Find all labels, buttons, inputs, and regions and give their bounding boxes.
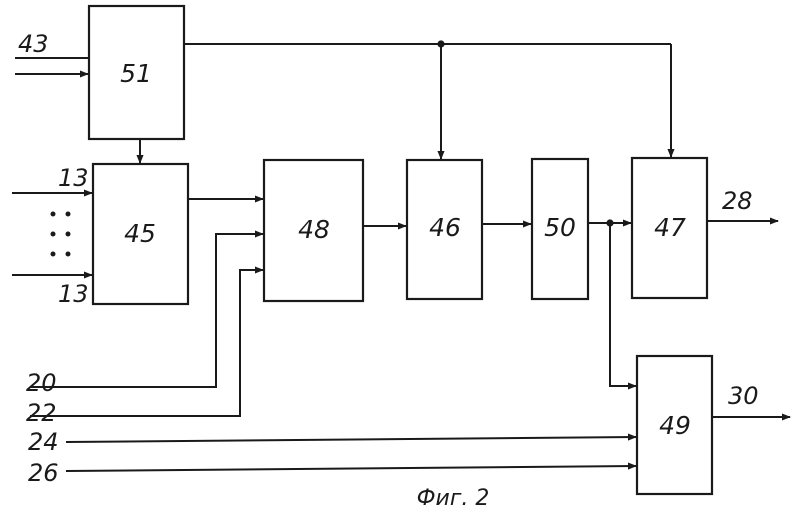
input-43-label: 43 — [18, 30, 49, 58]
input-24-label: 24 — [28, 428, 59, 456]
block-45: 45 — [93, 164, 188, 304]
input-24-wire — [66, 437, 636, 442]
junction-dot — [437, 40, 444, 47]
block-48-label: 48 — [298, 215, 330, 244]
input-13-top-label: 13 — [58, 164, 89, 192]
block-50: 50 — [532, 159, 588, 299]
block-47-label: 47 — [654, 213, 686, 242]
input-26-wire — [66, 466, 636, 471]
input-20-label: 20 — [26, 369, 57, 397]
block-51-label: 51 — [120, 59, 152, 88]
block-48: 48 — [264, 160, 363, 301]
block-49: 49 — [637, 356, 712, 494]
block-46-label: 46 — [429, 213, 461, 242]
block-47: 47 — [632, 158, 707, 298]
input-26-label: 26 — [28, 459, 59, 487]
input-13-bottom-label: 13 — [58, 280, 89, 308]
block-49-label: 49 — [659, 411, 691, 440]
block-50-label: 50 — [544, 213, 576, 242]
output-28-label: 28 — [722, 187, 753, 215]
output-30-label: 30 — [728, 382, 759, 410]
block-46: 46 — [407, 160, 482, 299]
figure-caption: Фиг. 2 — [417, 486, 490, 511]
input-22-label: 22 — [26, 399, 57, 427]
wire-50-to-47-and-49 — [588, 219, 636, 386]
ellipsis-dots — [51, 212, 71, 257]
block-45-label: 45 — [124, 219, 156, 248]
block-51-output-bus — [184, 40, 671, 159]
block-51: 51 — [89, 6, 184, 139]
input-43-wires — [15, 58, 88, 74]
